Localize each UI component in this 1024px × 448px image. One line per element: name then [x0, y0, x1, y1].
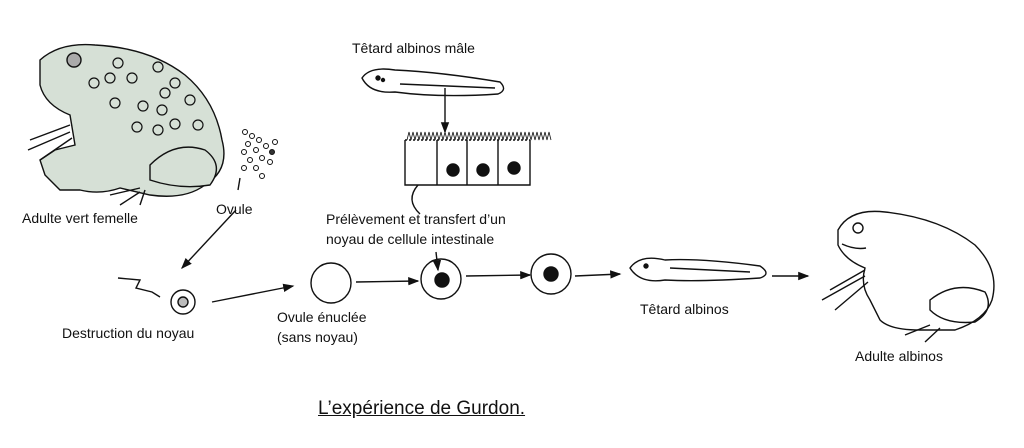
albino-adult-frog [821, 210, 995, 343]
ovule-destroyed [170, 289, 196, 315]
ovule-arrow [181, 209, 237, 270]
label-green-female-adult: Adulte vert femelle [22, 210, 138, 226]
label-transfer-line2: noyau de cellule intestinale [326, 231, 495, 247]
ovule-with-nucleus [420, 258, 462, 300]
egg-cell [530, 253, 572, 295]
lightning-icon [117, 277, 161, 298]
label-enucleated-line1: Ovule énuclée [277, 309, 367, 325]
label-male-albino-tadpole: Têtard albinos mâle [352, 40, 475, 56]
label-destruction: Destruction du noyau [62, 325, 195, 341]
ovule-cluster [241, 129, 278, 179]
label-transfer-line1: Prélèvement et transfert d’un [326, 211, 506, 227]
male-albino-tadpole [361, 68, 505, 97]
label-enucleated-line2: (sans noyau) [277, 329, 358, 345]
ovule-enucleated [310, 262, 352, 304]
label-albino-tadpole: Têtard albinos [640, 301, 729, 317]
green-female-frog [27, 43, 225, 206]
label-albino-adult: Adulte albinos [855, 348, 943, 364]
intestinal-cells [404, 131, 552, 215]
label-ovule: Ovule [216, 201, 253, 217]
figure-title: L’expérience de Gurdon. [318, 398, 526, 419]
albino-tadpole [629, 257, 767, 282]
